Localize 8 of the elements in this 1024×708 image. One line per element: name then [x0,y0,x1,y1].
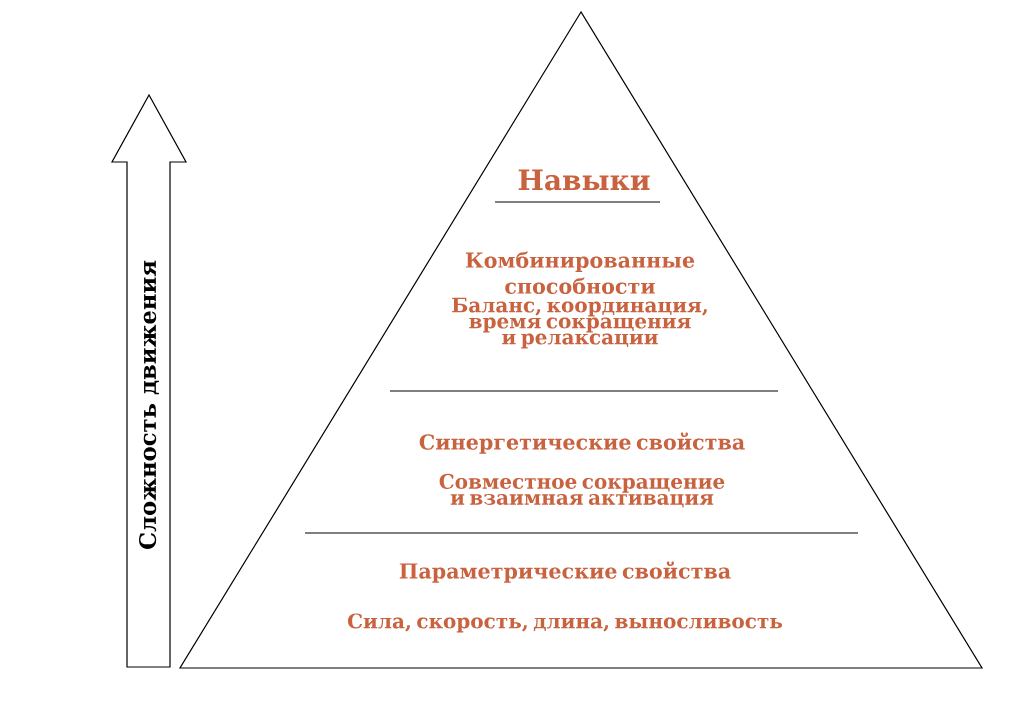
pyramid-title: Навыки [518,169,650,191]
axis-label: Сложность движения [139,260,159,550]
tier-heading: Комбинированные способности [465,251,695,294]
tier-description: Сила, скорость, длина, выносливость [347,613,783,633]
tier-description: Баланс, координация, время сокращения и релаксации [452,297,707,349]
tier-heading: Синергетические свойства [419,432,745,454]
tier-heading: Параметрические свойства [399,561,731,583]
tier-description: Совместное сокращение и взаимная активация [439,473,725,508]
